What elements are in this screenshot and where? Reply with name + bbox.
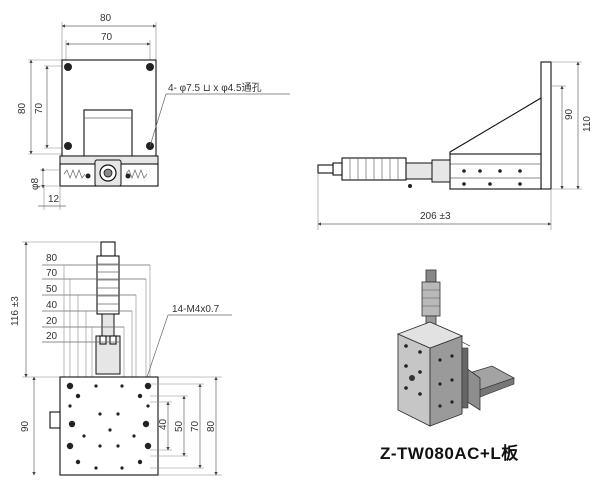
top-micrometer-ratchet	[100, 241, 116, 257]
top-plate	[59, 376, 159, 476]
top-dim-h50: 50	[46, 284, 58, 295]
dim-height-inner: 70	[34, 102, 45, 114]
side-dim-height-outer: 110	[582, 116, 593, 132]
thread-note: 14-M4x0.7	[172, 304, 220, 315]
spring-left	[63, 169, 86, 179]
spring-right	[125, 169, 148, 179]
top-dim-travel: 116 ±3	[10, 296, 21, 326]
side-view: 110 90 206 ±3	[317, 61, 593, 230]
top-dim-v40: 40	[158, 418, 169, 430]
product-micrometer	[421, 281, 441, 317]
product-illustration	[396, 269, 515, 427]
top-dim-h20a: 20	[46, 316, 58, 327]
side-knob	[49, 411, 61, 429]
top-dim-v50: 50	[174, 420, 185, 432]
gusset	[449, 97, 542, 155]
top-micrometer-barrel	[101, 313, 115, 337]
dim-offset: 12	[48, 194, 60, 205]
micrometer-barrel	[405, 162, 433, 180]
mount-hole	[64, 142, 72, 150]
product-stage-top	[396, 321, 464, 349]
product-stage-front	[429, 335, 463, 427]
top-dim-h20b: 20	[46, 331, 58, 342]
top-dim-h70: 70	[46, 268, 58, 279]
top-dim-side90: 90	[20, 420, 31, 432]
front-view: 80 70 80 70 4- φ7.5 ⊔ x φ4.5通孔	[17, 13, 290, 210]
l-plate-vertical	[540, 61, 552, 190]
dim-height-outer: 80	[17, 102, 28, 114]
micrometer-collar	[431, 159, 451, 183]
product-title: Z-TW080AC+L板	[380, 443, 519, 463]
carriage-block	[83, 109, 133, 157]
side-dim-height-inner: 90	[564, 108, 575, 120]
hole-pattern	[66, 382, 152, 470]
top-dim-v70: 70	[190, 420, 201, 432]
top-dim-h80: 80	[46, 253, 58, 264]
top-view: 116 ±3 80 70 50 40 20 20 14-M4x0.7	[10, 241, 232, 476]
dim-width-inner: 70	[101, 32, 113, 43]
mount-hole	[64, 63, 72, 71]
dim-width-outer: 80	[100, 13, 112, 24]
hole-note: 4- φ7.5 ⊔ x φ4.5通孔	[168, 82, 262, 94]
dim-dia: φ8	[30, 178, 41, 190]
top-dim-v80: 80	[206, 420, 217, 432]
micrometer-tip	[317, 164, 334, 174]
mount-hole	[146, 63, 154, 71]
micrometer-ratchet	[332, 162, 343, 176]
side-dim-length: 206 ±3	[420, 211, 451, 222]
top-dim-h40: 40	[46, 300, 58, 311]
